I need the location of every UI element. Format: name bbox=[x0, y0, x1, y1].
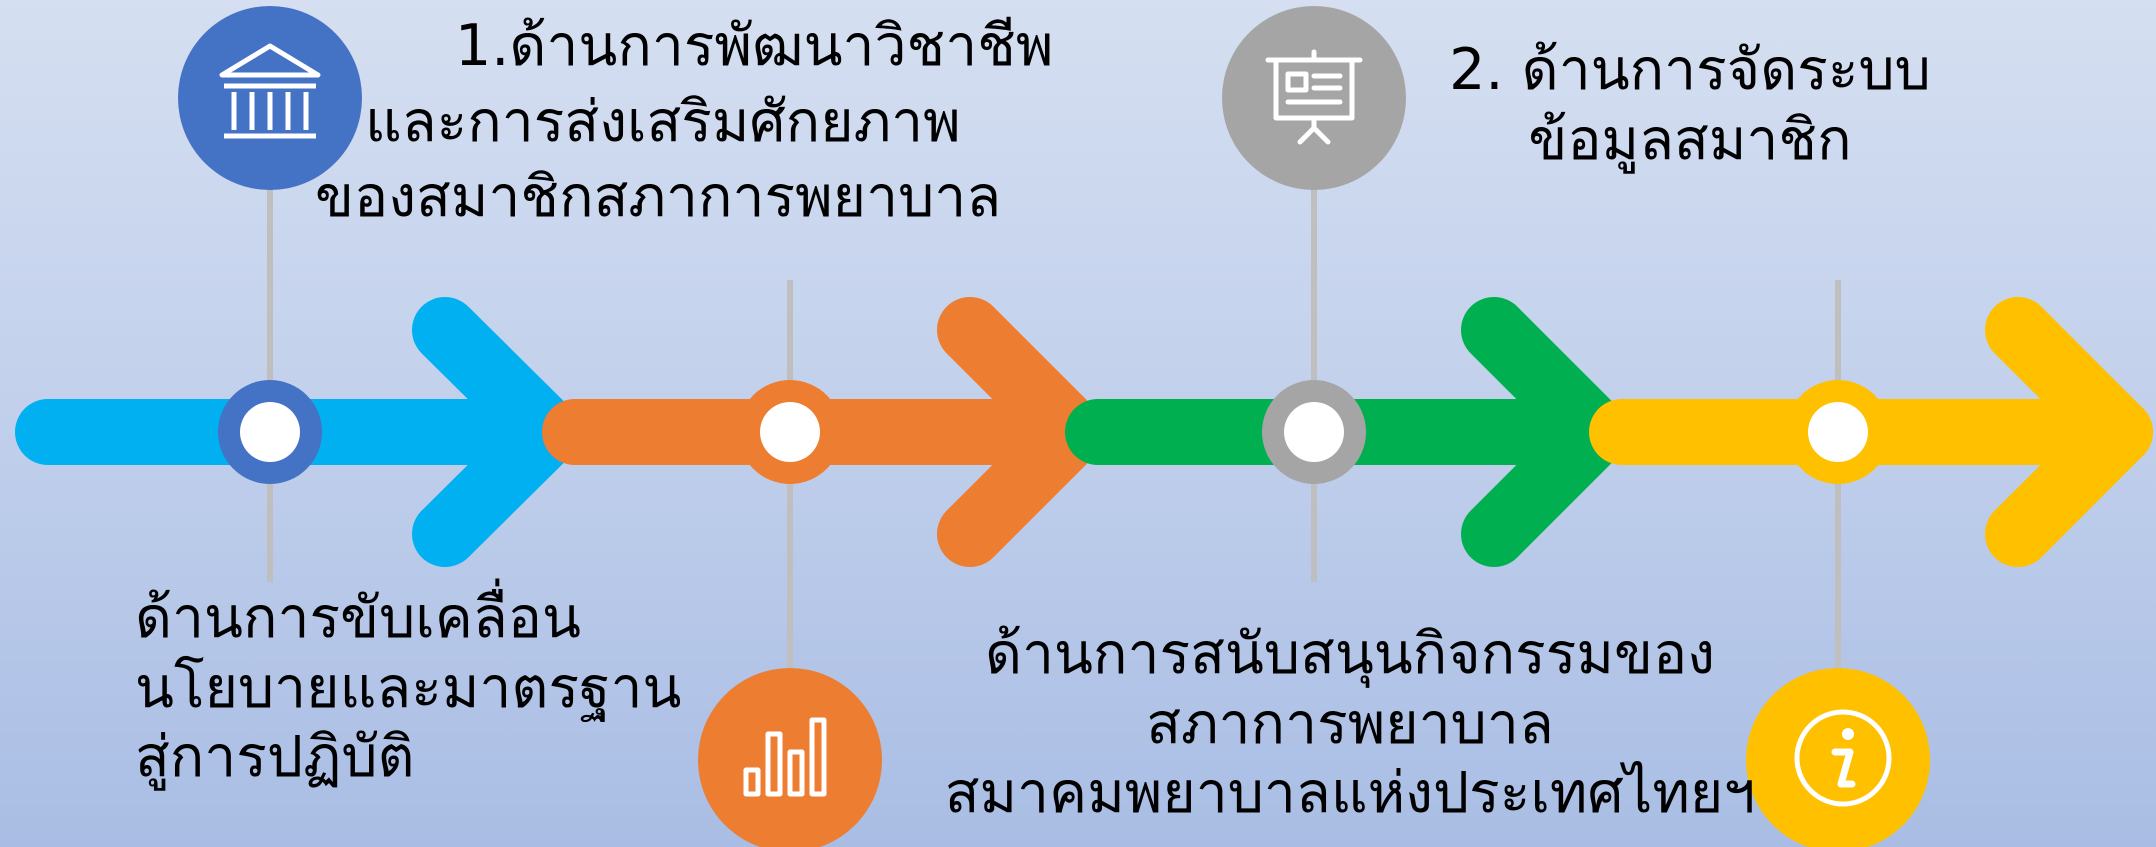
label-item-2-line-1: 2. ด้านการจัดระบบ bbox=[1449, 37, 1931, 103]
timeline-node-3 bbox=[1262, 380, 1366, 484]
label-item-1-line-3: ของสมาชิกสภาการพยาบาล bbox=[315, 164, 1002, 231]
timeline-node-1 bbox=[218, 380, 322, 484]
connector-lines bbox=[267, 180, 1841, 678]
label-item-4-line-1: ด้านการสนับสนุนกิจกรรมของ bbox=[984, 621, 1716, 687]
label-item-2: 2. ด้านการจัดระบบ ข้อมูลสมาชิก bbox=[1440, 36, 1940, 175]
label-item-4-line-3: สมาคมพยาบาลแห่งประเทศไทยฯ bbox=[944, 760, 1756, 827]
info-icon bbox=[1746, 668, 1930, 847]
label-item-3-line-3: สู่การปฏิบัติ bbox=[135, 724, 415, 791]
timeline-node-4 bbox=[1786, 380, 1890, 484]
bar-chart-icon bbox=[698, 668, 882, 847]
label-item-3-line-1: ด้านการขับเคลื่อน bbox=[135, 585, 582, 651]
label-item-1: 1.ด้านการพัฒนาวิชาชีพ และการส่งเสริมศักย… bbox=[315, 12, 1054, 233]
label-item-2-line-2: ข้อมูลสมาชิก bbox=[1528, 106, 1852, 173]
label-item-4-line-2: สภาการพยาบาล bbox=[1146, 690, 1554, 757]
label-item-3-line-2: นโยบายและมาตรฐาน bbox=[135, 654, 682, 721]
label-item-3: ด้านการขับเคลื่อน นโยบายและมาตรฐาน สู่กา… bbox=[135, 584, 681, 793]
timeline-node-2 bbox=[738, 380, 842, 484]
presentation-board-icon bbox=[1222, 6, 1406, 190]
label-item-4: ด้านการสนับสนุนกิจกรรมของ สภาการพยาบาล ส… bbox=[900, 620, 1800, 829]
bank-icon bbox=[178, 6, 362, 190]
label-item-1-line-2: และการส่งเสริมศักยภาพ bbox=[365, 88, 961, 155]
label-item-1-line-1: 1.ด้านการพัฒนาวิชาชีพ bbox=[455, 13, 1054, 79]
